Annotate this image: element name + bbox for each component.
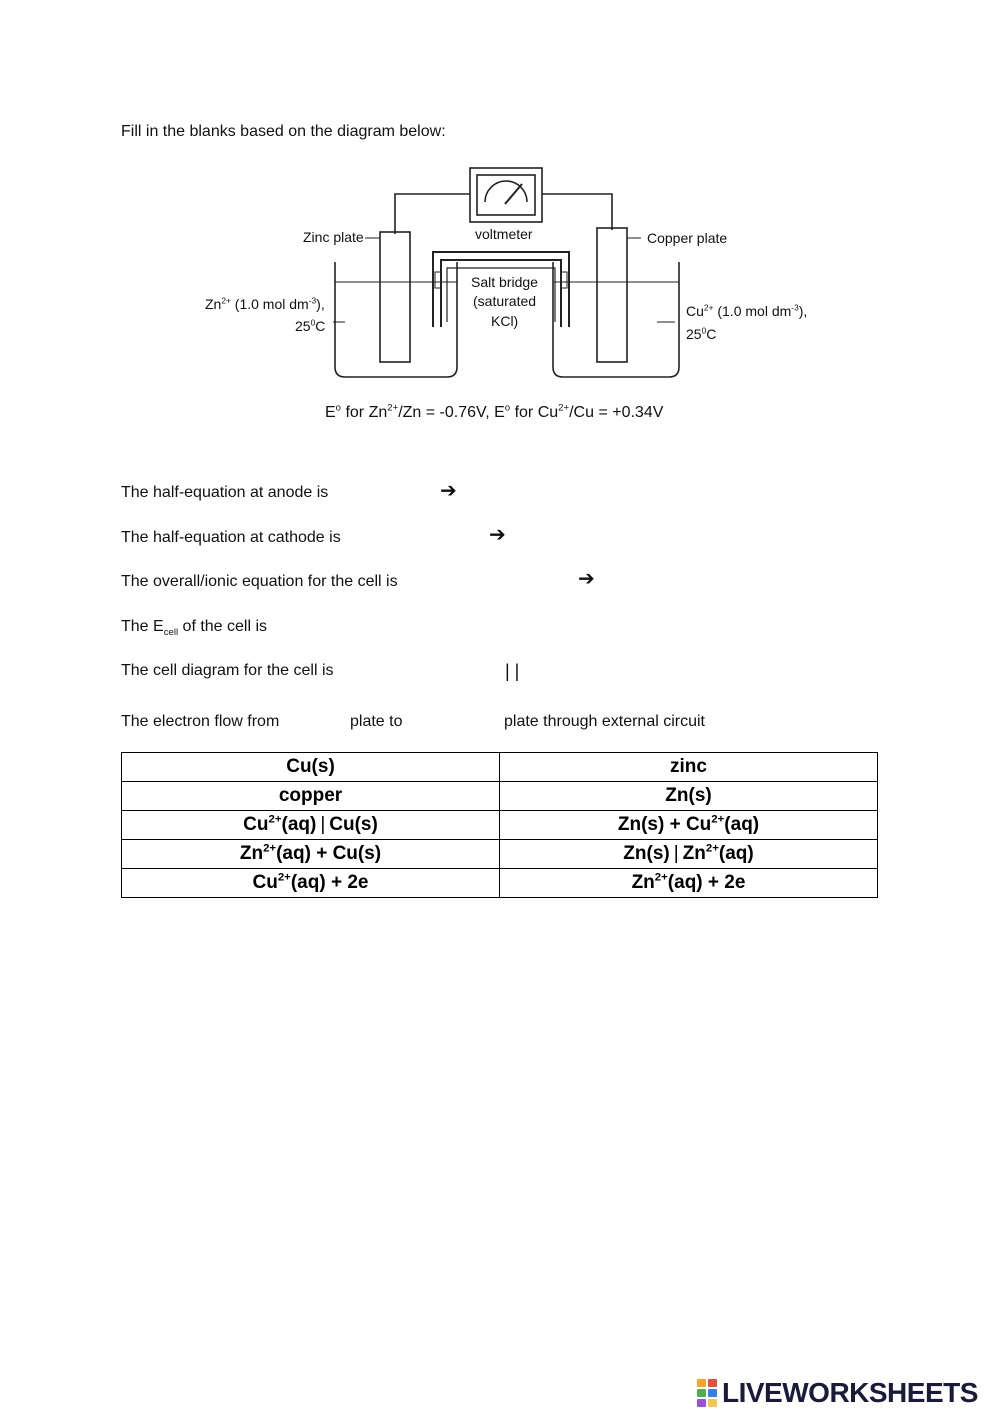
voltmeter-dial: [484, 180, 528, 203]
cathode-arrow-icon: ➔: [489, 524, 506, 546]
cell-diagram-question: The cell diagram for the cell is: [121, 662, 334, 679]
table-row: Cu(s) zinc: [121, 752, 878, 782]
copper-temperature-label: 250C: [686, 325, 717, 342]
anode-question: The half-equation at anode is: [121, 484, 329, 501]
option-cell[interactable]: Zn2+(aq) + 2e: [499, 868, 878, 898]
table-row: Zn2+(aq) + Cu(s) Zn(s)|Zn2+(aq): [121, 839, 878, 869]
table-row: Cu2+(aq) + 2e Zn2+(aq) + 2e: [121, 868, 878, 898]
overall-equation-question: The overall/ionic equation for the cell …: [121, 573, 398, 590]
copper-plate-label: Copper plate: [647, 230, 728, 246]
answer-options-table: Cu(s) zinc copper Zn(s) Cu2+(aq)|Cu(s) Z…: [121, 752, 878, 898]
copper-solution-label: Cu2+ (1.0 mol dm-3),: [686, 302, 808, 319]
option-cell[interactable]: copper: [121, 781, 500, 811]
liveworksheets-logo: LIVEWORKSHEETS: [697, 1377, 978, 1408]
voltmeter-box: [469, 167, 543, 223]
option-cell[interactable]: Zn(s): [499, 781, 878, 811]
liveworksheets-logo-icon: [697, 1379, 719, 1407]
anode-arrow-icon: ➔: [440, 480, 457, 502]
electrochemical-cell-diagram: Zinc plate voltmeter Copper plate Salt b…: [185, 162, 815, 392]
overall-arrow-icon: ➔: [578, 568, 595, 590]
copper-plate-electrode: [596, 227, 628, 363]
option-cell[interactable]: Cu2+(aq) + 2e: [121, 868, 500, 898]
zinc-plate-electrode: [379, 231, 411, 363]
cathode-question: The half-equation at cathode is: [121, 529, 341, 546]
left-beaker: [334, 262, 458, 378]
standard-potentials-text: Eo for Zn2+/Zn = -0.76V, Eo for Cu2+/Cu …: [325, 402, 664, 421]
option-cell[interactable]: Cu(s): [121, 752, 500, 782]
liveworksheets-logo-text: LIVEWORKSHEETS: [722, 1377, 978, 1408]
option-cell[interactable]: Cu2+(aq)|Cu(s): [121, 810, 500, 840]
cell-diagram-drawing: [333, 167, 680, 378]
salt-bridge-label-line3: KCl): [491, 313, 519, 329]
voltmeter-needle: [504, 183, 523, 205]
right-wire: [542, 193, 613, 230]
table-row: Cu2+(aq)|Cu(s) Zn(s) + Cu2+(aq): [121, 810, 878, 840]
voltmeter-label: voltmeter: [475, 226, 533, 242]
electron-flow-text-part3: plate through external circuit: [504, 713, 705, 730]
salt-bridge-double-bar: | |: [505, 661, 520, 681]
zinc-plate-label: Zinc plate: [303, 229, 364, 245]
option-cell[interactable]: Zn2+(aq) + Cu(s): [121, 839, 500, 869]
right-beaker: [552, 262, 680, 378]
electron-flow-text-part2: plate to: [350, 713, 403, 730]
option-cell[interactable]: zinc: [499, 752, 878, 782]
salt-bridge-outer: [432, 251, 570, 327]
salt-bridge-label-line2: (saturated: [473, 293, 537, 309]
zinc-solution-label: Zn2+ (1.0 mol dm-3),: [205, 295, 325, 312]
instruction-text: Fill in the blanks based on the diagram …: [121, 123, 446, 140]
table-row: copper Zn(s): [121, 781, 878, 811]
salt-bridge-inner: [440, 259, 562, 327]
ecell-question: The Ecell of the cell is: [121, 618, 268, 639]
zinc-temperature-label: 250C: [295, 317, 326, 334]
left-wire: [394, 193, 470, 234]
electron-flow-text-part1: The electron flow from: [121, 713, 280, 730]
voltmeter-face: [476, 174, 536, 216]
option-cell[interactable]: Zn(s)|Zn2+(aq): [499, 839, 878, 869]
option-cell[interactable]: Zn(s) + Cu2+(aq): [499, 810, 878, 840]
salt-bridge-label-line1: Salt bridge: [471, 274, 538, 290]
